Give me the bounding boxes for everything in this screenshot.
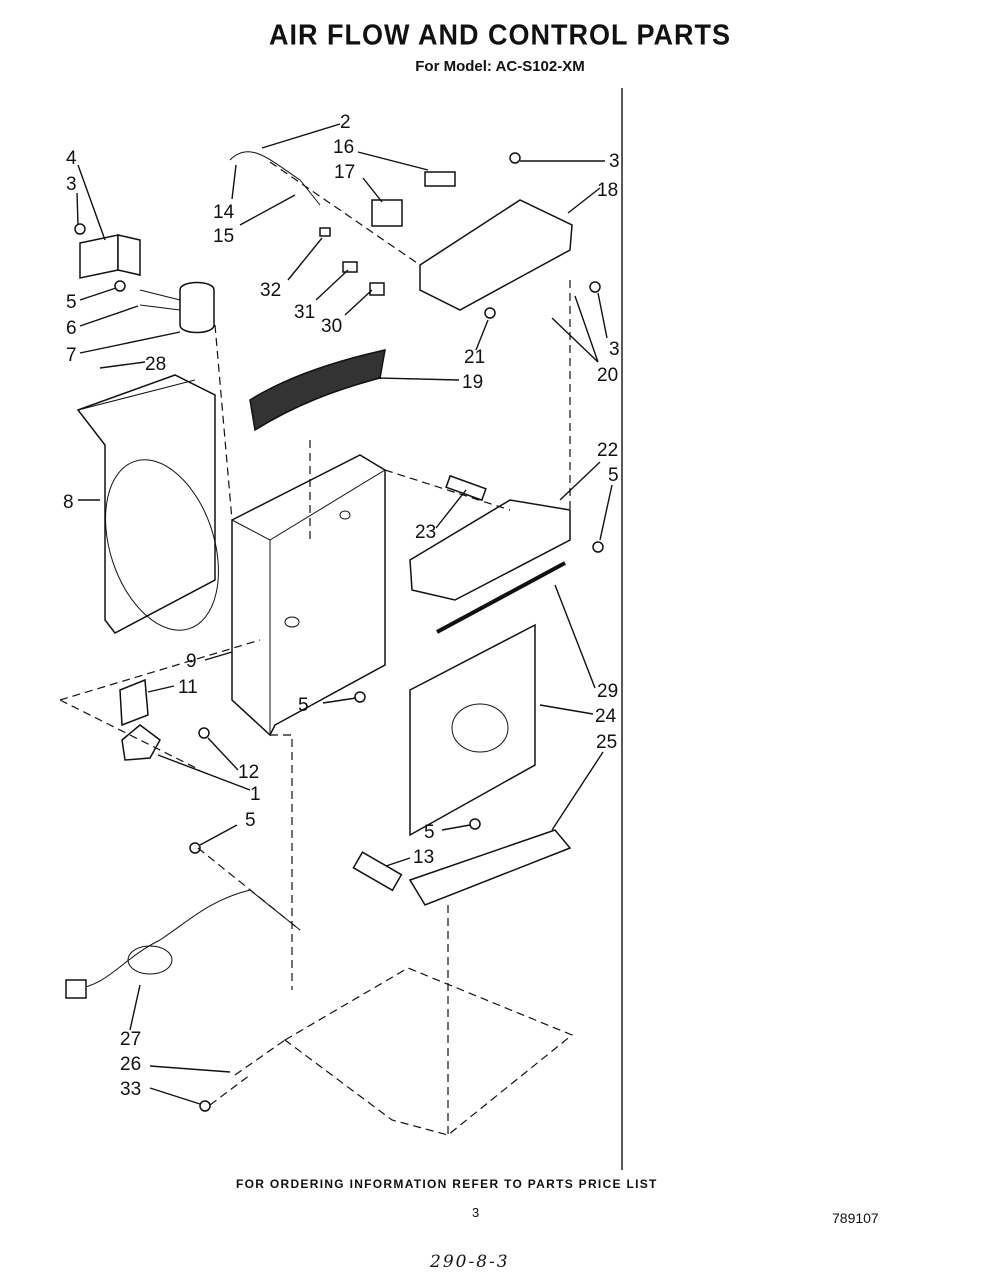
- callout-label: 31: [294, 302, 315, 323]
- callout-label: 24: [595, 706, 617, 727]
- callout-label: 6: [66, 318, 77, 339]
- callout-label: 5: [66, 292, 77, 313]
- handwritten-reference: 290-8-3: [430, 1252, 510, 1272]
- part-29-rod: [436, 561, 566, 634]
- part-32-screw: [319, 227, 331, 237]
- callout-label: 5: [245, 810, 256, 831]
- callout-label: 16: [333, 137, 354, 158]
- callout-label: 27: [120, 1029, 141, 1050]
- part-4-bracket: [79, 234, 119, 279]
- callout-label: 9: [186, 651, 197, 672]
- page-number: 3: [472, 1205, 480, 1220]
- callout-label: 29: [597, 681, 618, 702]
- ordering-note: FOR ORDERING INFORMATION REFER TO PARTS …: [236, 1177, 658, 1191]
- callout-label: 12: [238, 762, 259, 783]
- part-31-clip: [342, 261, 358, 273]
- callout-label: 4: [66, 148, 77, 169]
- callout-label: 3: [609, 151, 620, 172]
- callout-label: 30: [321, 316, 342, 337]
- callout-label: 3: [609, 339, 620, 360]
- part-17-thermostat: [371, 199, 403, 227]
- callout-label: 3: [66, 174, 77, 195]
- callout-label: 33: [120, 1079, 141, 1100]
- callout-label: 5: [298, 695, 309, 716]
- part-8-fan-shroud: [76, 374, 216, 634]
- callout-label: 7: [66, 345, 77, 366]
- part-16-switch: [424, 171, 456, 187]
- callout-label: 25: [596, 732, 617, 753]
- part-18-control-bracket: [419, 199, 573, 311]
- callout-label: 26: [120, 1054, 141, 1075]
- callout-label: 1: [250, 784, 261, 805]
- part-30-clip: [369, 282, 385, 296]
- callout-label: 13: [413, 847, 434, 868]
- callout-label: 17: [334, 162, 355, 183]
- callout-label: 22: [597, 440, 618, 461]
- part-13-tube: [352, 851, 403, 892]
- callout-labels: 2 16 17 3 14 15 18 4 3 5 6 7 32 31 30 21…: [63, 112, 620, 1100]
- part-22-duct: [409, 499, 571, 601]
- power-plug: [65, 979, 87, 999]
- part-24-orifice-panel: [409, 623, 536, 837]
- document-number: 789107: [832, 1210, 879, 1226]
- callout-label: 8: [63, 492, 74, 513]
- callout-label: 5: [424, 822, 435, 843]
- callout-label: 20: [597, 365, 618, 386]
- callout-label: 15: [213, 226, 234, 247]
- part-19-grille: [249, 349, 386, 432]
- page-title: AIR FLOW AND CONTROL PARTS: [269, 19, 731, 51]
- leader-lines: [76, 123, 613, 1105]
- part-27-power-cord: [71, 889, 301, 991]
- callout-label: 19: [462, 372, 483, 393]
- part-15-wire: [229, 151, 321, 206]
- part-drawings: [59, 151, 604, 1136]
- part-7-capacitor: [179, 281, 215, 334]
- part-25-tray: [408, 829, 572, 906]
- callout-label: 28: [145, 354, 166, 375]
- callout-label: 21: [464, 347, 485, 368]
- callout-label: 32: [260, 280, 281, 301]
- callout-label: 14: [213, 202, 235, 223]
- callout-label: 5: [608, 465, 619, 486]
- part-11-bracket: [119, 678, 149, 727]
- part-1-cover: [121, 724, 161, 761]
- callout-label: 18: [597, 180, 618, 201]
- model-line: For Model: AC-S102-XM: [415, 58, 585, 75]
- callout-label: 11: [178, 677, 198, 698]
- callout-label: 2: [340, 112, 351, 133]
- callout-label: 23: [415, 522, 436, 543]
- base-pan-outline: [283, 967, 574, 1136]
